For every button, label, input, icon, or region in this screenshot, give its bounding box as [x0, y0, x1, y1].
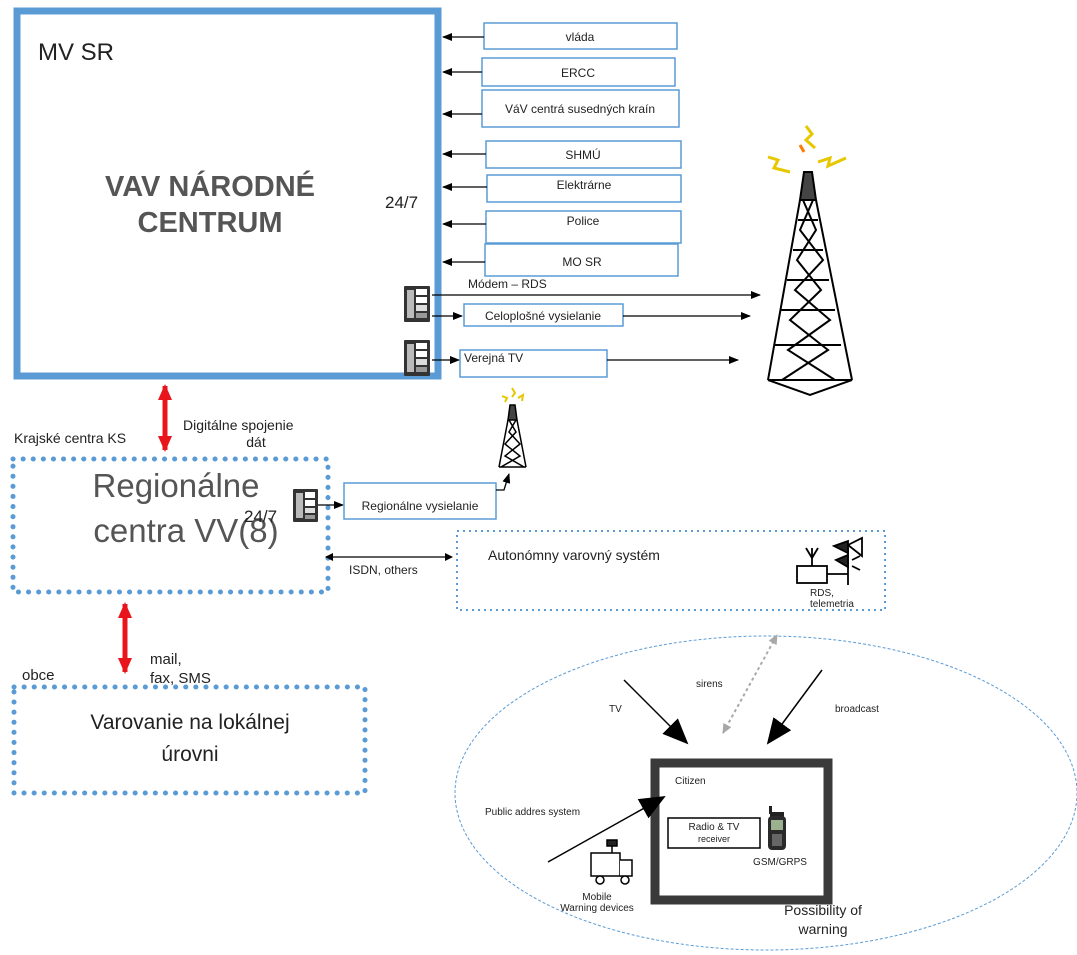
municipal-warning-box	[11, 684, 368, 796]
corner-label: MV SR	[38, 39, 114, 66]
public-tv-label: Verejná TV	[464, 351, 523, 365]
receiver-label-line1: Radio & TV	[689, 822, 740, 833]
source-box-mo-sr	[484, 243, 679, 277]
source-label-vav: VáV centrá susedných kraín	[505, 102, 655, 116]
regional-center-line2: centra VV(8)	[93, 512, 278, 549]
source-box-vlada	[483, 22, 678, 50]
warning-truck-icon	[590, 839, 633, 885]
nationwide-label: Celoplošné vysielanie	[485, 309, 601, 323]
public-address-arrow	[547, 796, 666, 863]
isdn-label: ISDN, others	[349, 563, 418, 577]
sirens-label: sirens	[696, 679, 723, 690]
center-title-line1: VAV NÁRODNÉ	[105, 169, 315, 203]
possibility-label-line1: Possibility of	[784, 902, 862, 918]
siren-station-icon	[796, 536, 863, 585]
rds-label-line2: telemetria	[810, 599, 854, 610]
municipal-warning-line1: Varovanie na lokálnej	[90, 711, 289, 734]
fax-device-icon	[293, 489, 318, 522]
gsm-label: GSM/GRPS	[753, 857, 807, 868]
regional-broadcast-out-arrow	[496, 473, 511, 491]
sources-group: vláda ERCC VáV centrá susedných kraín SH…	[442, 22, 682, 277]
source-label-police: Police	[567, 214, 600, 228]
source-label-vlada: vláda	[566, 30, 595, 44]
broadcast-tower-icon	[767, 171, 853, 397]
digital-link-label-line2: dát	[246, 434, 266, 450]
public-address-label: Public addres system	[485, 807, 580, 818]
tv-label: TV	[609, 704, 622, 715]
municipal-channel-line1: mail,	[150, 651, 182, 668]
regional-signal-icon	[501, 387, 525, 403]
source-box-vav	[481, 89, 680, 128]
center-title-line2: CENTRUM	[138, 207, 283, 239]
national-center-box	[13, 7, 442, 380]
citizen-label: Citizen	[675, 776, 706, 787]
region-area-label: Krajské centra KS	[14, 430, 126, 446]
mobile-phone-icon	[768, 806, 786, 850]
municipal-warning-line2: úrovni	[161, 743, 218, 766]
source-label-elektrarne: Elektrárne	[557, 178, 612, 192]
center-hours: 24/7	[385, 193, 418, 212]
autonomous-system-box	[456, 530, 886, 611]
municipal-area-label: obce	[22, 667, 55, 684]
public-tv-box	[459, 349, 608, 378]
receiver-box	[667, 817, 761, 849]
mobile-devices-line2: Warning devices	[560, 903, 634, 914]
broadcast-label: broadcast	[835, 704, 879, 715]
regional-center-box	[10, 456, 331, 595]
possibility-label-line2: warning	[797, 921, 847, 937]
autonomous-system-title: Autonómny varovný systém	[488, 547, 660, 563]
receiver-label-line2: receiver	[698, 834, 730, 844]
tv-arrow	[623, 679, 689, 745]
mobile-devices-line1: Mobile	[582, 892, 612, 903]
digital-link-label-line1: Digitálne spojenie	[183, 417, 294, 433]
nationwide-box	[463, 303, 624, 327]
regional-broadcast-box	[343, 482, 497, 520]
source-box-police	[485, 210, 682, 244]
source-box-shmu	[485, 140, 682, 169]
source-label-ercc: ERCC	[561, 66, 595, 80]
broadcast-arrow	[766, 669, 823, 745]
municipal-channel-line2: fax, SMS	[150, 670, 211, 687]
signal-lightning-icon	[767, 125, 847, 174]
source-label-shmu: SHMÚ	[565, 147, 600, 162]
source-box-elektrarne	[486, 174, 682, 203]
fax-device-icon	[404, 340, 430, 376]
source-box-ercc	[481, 57, 676, 87]
source-label-mo-sr: MO SR	[562, 255, 602, 269]
regional-broadcast-label: Regionálne vysielanie	[362, 499, 479, 513]
regional-center-line1: Regionálne	[93, 467, 260, 504]
modem-rds-label: Módem – RDS	[468, 277, 547, 291]
regional-tower-icon	[498, 404, 527, 468]
sirens-arrow	[722, 634, 778, 734]
fax-device-icon	[404, 286, 430, 322]
rds-label-line1: RDS,	[810, 588, 834, 599]
regional-center-hours: 24/7	[244, 507, 277, 526]
